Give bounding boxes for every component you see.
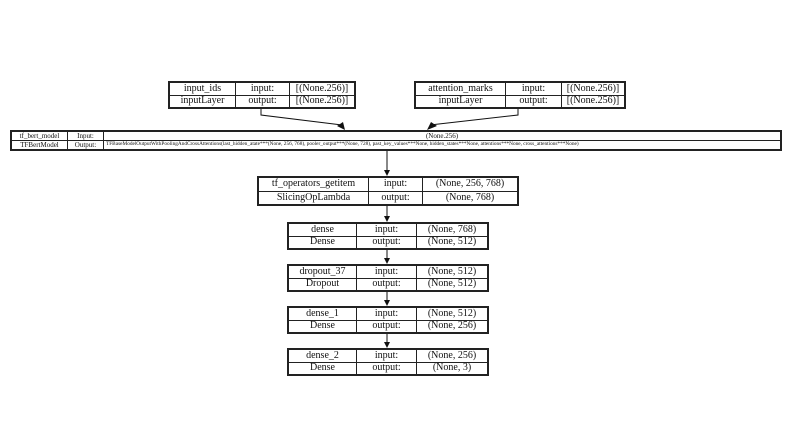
node-dense-1: dense_1 input: (None, 512) Dense output:… [287,306,489,334]
layer-type: TFBertModel [11,140,68,150]
layer-type: inputLayer [169,94,236,108]
layer-name: tf_bert_model [11,131,68,141]
layer-name: input_ids [169,82,236,96]
output-shape: [(None.256)] [289,94,355,108]
input-shape: (None, 512) [416,265,488,279]
node-tf-bert-model: tf_bert_model Input: (None.256) TFBertMo… [10,130,782,151]
input-shape: [(None.256)] [561,82,625,96]
input-label: input: [356,307,417,321]
output-label: output: [235,94,290,108]
layer-type: Dense [288,361,357,375]
layer-type: Dense [288,319,357,333]
layer-name: tf_operators_getitem [258,177,369,192]
output-shape: (None, 768) [422,190,518,205]
output-label: output: [356,235,417,249]
node-dense-2: dense_2 input: (None, 256) Dense output:… [287,348,489,376]
output-shape: TFBaseModelOutputWithPoolingAndCrossAtte… [103,140,781,150]
output-label: output: [356,361,417,375]
layer-type: Dropout [288,277,357,291]
input-shape: (None, 256, 768) [422,177,518,192]
output-label: output: [356,277,417,291]
input-label: Input: [67,131,104,141]
input-label: input: [356,265,417,279]
output-shape: (None, 512) [416,277,488,291]
input-label: input: [235,82,290,96]
input-shape: (None, 768) [416,223,488,237]
layer-name: dropout_37 [288,265,357,279]
input-label: input: [356,223,417,237]
input-label: input: [368,177,423,192]
layer-name: dense_2 [288,349,357,363]
output-label: output: [505,94,562,108]
input-label: input: [505,82,562,96]
output-shape: [(None.256)] [561,94,625,108]
input-shape: (None.256) [103,131,781,141]
input-label: input: [356,349,417,363]
output-label: Output: [67,140,104,150]
layer-name: dense_1 [288,307,357,321]
edge-attention-to-bert [427,107,519,130]
input-shape: (None, 256) [416,349,488,363]
node-getitem: tf_operators_getitem input: (None, 256, … [257,176,519,206]
layer-type: SlicingOpLambda [258,190,369,205]
layer-type: inputLayer [415,94,506,108]
output-label: output: [356,319,417,333]
node-dropout-37: dropout_37 input: (None, 512) Dropout ou… [287,264,489,292]
node-attention-marks: attention_marks input: [(None.256)] inpu… [414,81,626,109]
output-shape: (None, 512) [416,235,488,249]
edge-dense1-to-dense2 [384,333,390,348]
layer-type: Dense [288,235,357,249]
input-shape: [(None.256)] [289,82,355,96]
edge-bert-to-getitem [384,150,390,176]
output-shape: (None, 3) [416,361,488,375]
input-shape: (None, 512) [416,307,488,321]
edge-dense-to-dropout [384,249,390,264]
edge-input-ids-to-bert [260,107,345,130]
layer-name: attention_marks [415,82,506,96]
output-shape: (None, 256) [416,319,488,333]
node-dense: dense input: (None, 768) Dense output: (… [287,222,489,250]
node-input-ids: input_ids input: [(None.256)] inputLayer… [168,81,356,109]
edge-getitem-to-dense [384,205,390,222]
output-label: output: [368,190,423,205]
edge-dropout-to-dense1 [384,291,390,306]
layer-name: dense [288,223,357,237]
